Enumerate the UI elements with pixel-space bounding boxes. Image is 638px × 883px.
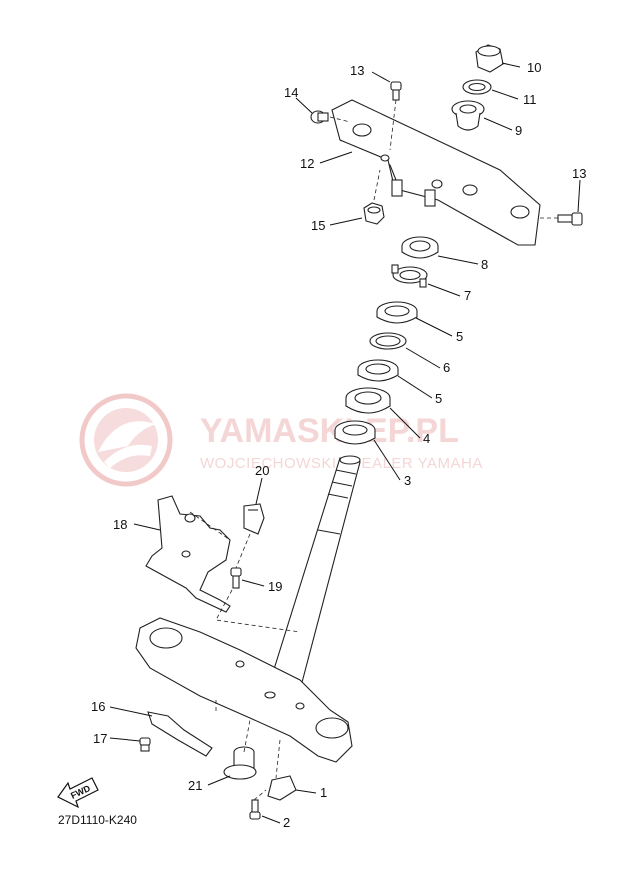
callout-9: 9 [515, 123, 522, 138]
washer-6 [369, 332, 407, 350]
bearing-3 [334, 420, 376, 445]
nut-9 [451, 100, 485, 131]
assembly-lines [189, 99, 558, 801]
callout-15: 15 [311, 218, 325, 233]
callout-21: 21 [188, 778, 202, 793]
bracket-18 [145, 495, 231, 613]
callout-3: 3 [404, 473, 411, 488]
callouts: 13 10 11 9 14 12 13 15 8 7 5 6 5 4 3 20 … [91, 60, 586, 830]
bolt-17 [139, 737, 151, 752]
part-1 [267, 775, 297, 801]
watermark-logo [79, 393, 173, 487]
cap-10 [475, 44, 504, 73]
callout-13-right: 13 [572, 166, 586, 181]
part-7 [391, 264, 428, 288]
callout-19: 19 [268, 579, 282, 594]
callout-8: 8 [481, 257, 488, 272]
callout-18: 18 [113, 517, 127, 532]
bolt-13-top [390, 81, 402, 101]
fwd-arrow-icon: FWD [57, 777, 99, 809]
upper-bracket [331, 99, 541, 246]
callout-1: 1 [320, 785, 327, 800]
steering-stem [269, 455, 361, 691]
bolt-19 [230, 567, 242, 589]
bushing-21 [223, 746, 257, 780]
callout-12: 12 [300, 156, 314, 171]
callout-7: 7 [464, 288, 471, 303]
callout-5-lower: 5 [435, 391, 442, 406]
bearing-4 [345, 387, 391, 414]
clip-20 [243, 503, 265, 535]
part-8 [401, 236, 439, 259]
callout-11: 11 [523, 92, 537, 107]
callout-6: 6 [443, 360, 450, 375]
callout-13-top: 13 [350, 63, 364, 78]
callout-2: 2 [283, 815, 290, 830]
bolt-13-right [557, 212, 583, 226]
watermark: YAMASKLEP.PL WOJCIECHOWSKI | DEALER YAMA… [79, 393, 482, 487]
clamp-16 [147, 711, 213, 757]
callout-20: 20 [255, 463, 269, 478]
diagram-code: 27D1110-K240 [58, 813, 137, 827]
ring-nut-5-lower [357, 359, 399, 382]
washer-11 [462, 79, 492, 95]
callout-16: 16 [91, 699, 105, 714]
bolt-2 [249, 799, 261, 820]
watermark-brand: YAMASKLEP.PL [200, 412, 459, 450]
lower-bracket [135, 617, 353, 763]
callout-5-upper: 5 [456, 329, 463, 344]
callout-4: 4 [423, 431, 430, 446]
leader-lines [109, 62, 581, 824]
callout-14: 14 [284, 85, 298, 100]
callout-17: 17 [93, 731, 107, 746]
nut-15 [363, 202, 385, 225]
ring-nut-5-upper [376, 301, 418, 324]
plug-14 [310, 110, 329, 124]
callout-10: 10 [527, 60, 541, 75]
